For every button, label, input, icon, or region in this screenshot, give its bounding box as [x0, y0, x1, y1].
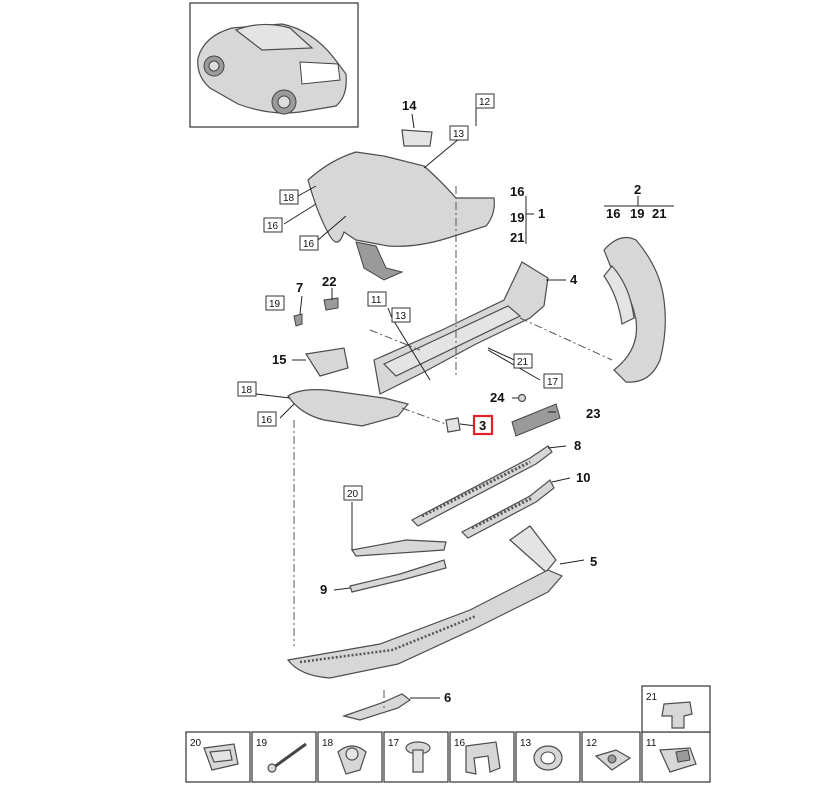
part-1-bumper-cover-upper[interactable]: [307, 129, 495, 281]
callout-2[interactable]: 2: [634, 182, 641, 197]
callout-23[interactable]: 23: [586, 406, 600, 421]
part-24-nut[interactable]: [517, 393, 527, 403]
callout-16-upper-a[interactable]: 16: [263, 217, 283, 233]
part-15-cover[interactable]: [305, 347, 349, 377]
svg-text:11: 11: [646, 738, 657, 749]
part-5-diffuser[interactable]: [286, 525, 563, 679]
callout-group-16[interactable]: 16: [510, 184, 524, 199]
callout-1[interactable]: 1: [538, 206, 545, 221]
svg-text:18: 18: [283, 193, 295, 204]
callout-18-upper[interactable]: 18: [279, 189, 299, 205]
fastener-18[interactable]: 18: [317, 731, 383, 783]
fastener-13[interactable]: 13: [515, 731, 581, 783]
svg-text:21: 21: [517, 357, 529, 368]
fastener-11[interactable]: 11: [641, 731, 711, 783]
svg-text:3: 3: [479, 418, 486, 433]
callout-4[interactable]: 4: [570, 272, 578, 287]
fastener-17[interactable]: 17: [383, 731, 449, 783]
svg-text:17: 17: [547, 377, 559, 388]
svg-text:13: 13: [520, 738, 532, 749]
callout-9[interactable]: 9: [320, 582, 327, 597]
part-2-side-bracket[interactable]: [603, 237, 666, 383]
callout-5[interactable]: 5: [590, 554, 597, 569]
callout-10[interactable]: 10: [576, 470, 590, 485]
fastener-12[interactable]: 12: [581, 731, 641, 783]
callout-2-16[interactable]: 16: [606, 206, 620, 221]
callout-19-mid[interactable]: 19: [265, 295, 285, 311]
leader-lines: [255, 108, 674, 699]
callout-13-upper[interactable]: 13: [449, 125, 469, 141]
part-8-trim-strip[interactable]: [410, 445, 553, 527]
callout-group-21[interactable]: 21: [510, 230, 524, 245]
svg-text:13: 13: [395, 311, 407, 322]
svg-text:12: 12: [479, 97, 491, 108]
callout-6[interactable]: 6: [444, 690, 451, 705]
callout-2-19[interactable]: 19: [630, 206, 644, 221]
part-10-trim-strip[interactable]: [461, 479, 555, 539]
fastener-16[interactable]: 16: [449, 731, 515, 783]
svg-text:19: 19: [269, 299, 281, 310]
part-16-lower-bumper-side[interactable]: [287, 389, 410, 427]
svg-text:19: 19: [256, 738, 268, 749]
svg-text:16: 16: [303, 239, 315, 250]
fastener-21[interactable]: 21: [641, 685, 711, 733]
part-4-bumper-carrier[interactable]: [373, 261, 549, 395]
part-7-pin[interactable]: [293, 313, 303, 327]
fastener-19[interactable]: 19: [251, 731, 317, 783]
svg-text:18: 18: [322, 738, 334, 749]
part-3-bracket[interactable]: [445, 417, 461, 433]
part-20-trim-strip[interactable]: [350, 539, 447, 557]
callout-8[interactable]: 8: [574, 438, 581, 453]
callout-24[interactable]: 24: [490, 390, 505, 405]
part-23-plate[interactable]: [511, 403, 561, 437]
svg-text:20: 20: [190, 738, 202, 749]
part-9-trim-strip[interactable]: [349, 559, 447, 593]
callout-14[interactable]: 14: [402, 98, 417, 113]
svg-text:21: 21: [646, 692, 658, 703]
part-22-clip[interactable]: [323, 297, 339, 311]
svg-text:16: 16: [267, 221, 279, 232]
vehicle-overview-inset: [189, 2, 359, 128]
svg-text:12: 12: [586, 738, 598, 749]
callout-2-21[interactable]: 21: [652, 206, 666, 221]
callout-16-upper-b[interactable]: 16: [299, 235, 319, 251]
callout-15[interactable]: 15: [272, 352, 286, 367]
callout-17-mid[interactable]: 17: [543, 373, 563, 389]
callout-18-lower[interactable]: 18: [237, 381, 257, 397]
svg-text:13: 13: [453, 129, 465, 140]
callout-3-highlighted[interactable]: 3: [472, 414, 494, 436]
callout-16-lower[interactable]: 16: [257, 411, 277, 427]
svg-text:16: 16: [454, 738, 466, 749]
callout-21-mid[interactable]: 21: [513, 353, 533, 369]
callout-13-mid[interactable]: 13: [391, 307, 411, 323]
callout-7[interactable]: 7: [296, 280, 303, 295]
callout-20-mid[interactable]: 20: [343, 485, 363, 501]
callout-12[interactable]: 12: [475, 93, 495, 109]
callout-11-mid[interactable]: 11: [367, 291, 387, 307]
svg-text:20: 20: [347, 489, 359, 500]
fastener-legend: 20 19 18 17 16 13: [185, 685, 711, 783]
svg-text:16: 16: [261, 415, 273, 426]
fastener-20[interactable]: 20: [185, 731, 251, 783]
callout-group-19[interactable]: 19: [510, 210, 524, 225]
svg-text:18: 18: [241, 385, 253, 396]
callout-22[interactable]: 22: [322, 274, 336, 289]
part-6-bracket[interactable]: [341, 693, 412, 721]
svg-text:11: 11: [371, 295, 382, 306]
alignment-lines: [293, 186, 613, 708]
svg-text:17: 17: [388, 738, 400, 749]
